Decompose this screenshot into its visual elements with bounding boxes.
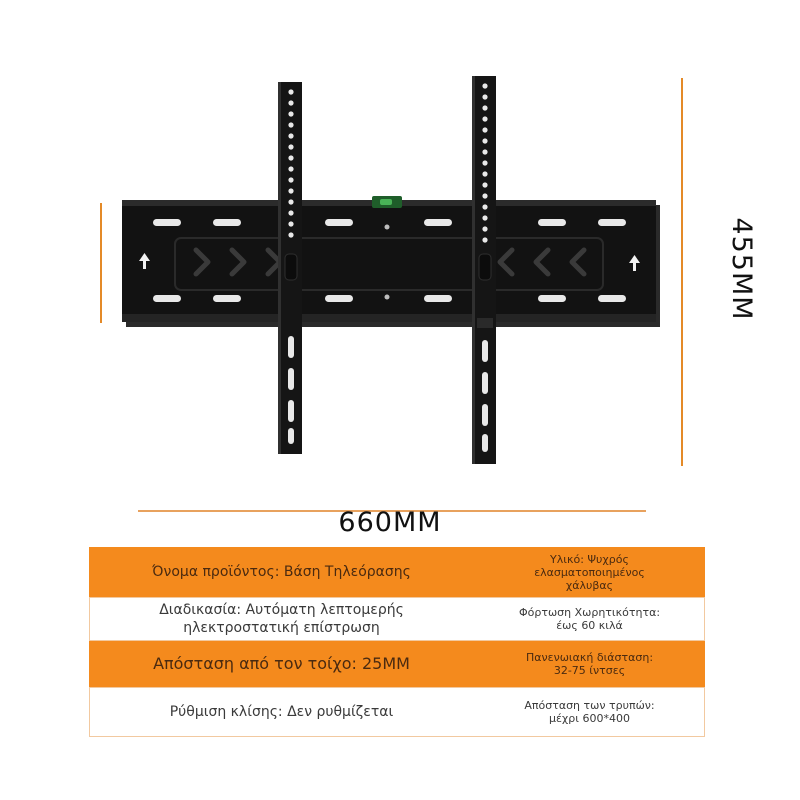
spec-label-material: Υλικό: Ψυχρός ελασματοποιημένος χάλυβας xyxy=(534,552,645,592)
wall-plate-center-hole-top xyxy=(384,224,390,230)
spirit-level-bubble xyxy=(380,199,392,205)
spec-label-screen-size: Πανενωιακή διάσταση: 32-75 ίντσες xyxy=(525,651,654,677)
up-arrow-icon xyxy=(139,253,150,269)
wall-plate-slots-bottom xyxy=(153,295,626,302)
spec-row: Όνομα προϊόντος: Βάση Τηλεόρασης Υλικό: … xyxy=(89,547,705,597)
height-dimension-label: 455MM xyxy=(726,217,757,321)
wall-plate-slots-top xyxy=(153,219,626,226)
right-vertical-arm xyxy=(472,76,496,464)
spec-row: Διαδικασία: Αυτόματη λεπτομερής ηλεκτροσ… xyxy=(89,597,705,641)
spec-label-process: Διαδικασία: Αυτόματη λεπτομερής ηλεκτροσ… xyxy=(159,602,404,636)
spec-row: Ρύθμιση κλίσης: Δεν ρυθμίζεται Απόσταση … xyxy=(89,687,705,737)
height-dimension-line-left xyxy=(100,203,102,323)
spec-table: Όνομα προϊόντος: Βάση Τηλεόρασης Υλικό: … xyxy=(89,547,705,737)
spec-row: Απόσταση από τον τοίχο: 25MM Πανενωιακή … xyxy=(89,641,705,687)
width-dimension-label: 660MM xyxy=(338,507,442,538)
width-dimension-line xyxy=(138,510,646,512)
chevron-left-icon xyxy=(497,247,587,277)
tv-mount-illustration xyxy=(122,76,660,464)
wall-plate xyxy=(122,200,656,322)
up-arrow-icon xyxy=(629,255,640,271)
spec-label-hole-spacing: Απόσταση των τρυπών: μέχρι 600*400 xyxy=(524,699,655,725)
height-dimension-line-right xyxy=(681,78,683,466)
wall-plate-center-hole-bottom xyxy=(384,294,390,300)
wall-plate-inner-panel xyxy=(174,237,604,291)
spec-label-tilt: Ρύθμιση κλίσης: Δεν ρυθμίζεται xyxy=(169,704,394,720)
spec-label-product-name: Όνομα προϊόντος: Βάση Τηλεόρασης xyxy=(152,564,411,580)
spec-label-wall-distance: Απόσταση από τον τοίχο: 25MM xyxy=(153,654,410,673)
wall-plate-bottom-edge xyxy=(122,314,656,322)
spec-label-load-capacity: Φόρτωση Χωρητικότητα: έως 60 κιλά xyxy=(518,606,661,632)
left-vertical-arm xyxy=(278,82,302,454)
